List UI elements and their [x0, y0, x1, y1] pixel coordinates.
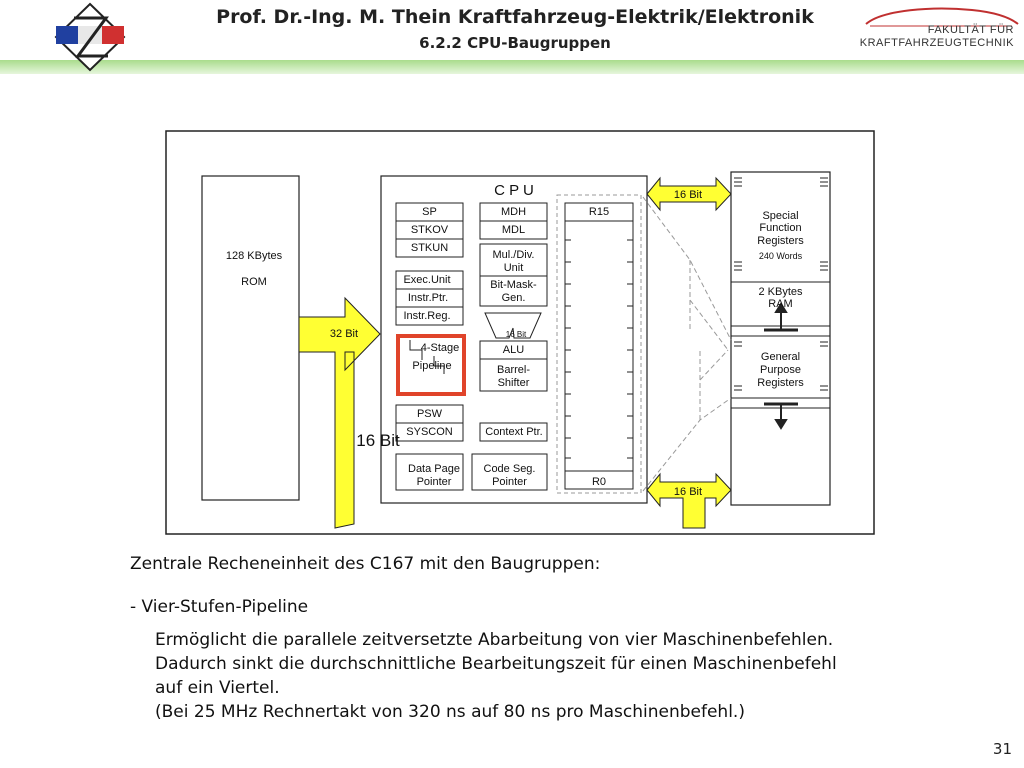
- faculty-logo-line2: KRAFTFAHRZEUGTECHNIK: [859, 37, 1014, 49]
- bitmask-generator: [479, 275, 548, 307]
- rom-block: [201, 175, 300, 501]
- syscon-register: [395, 422, 464, 442]
- body-paragraph-line2: Dadurch sinkt die durchschnittliche Bear…: [155, 654, 837, 674]
- gpr-label-line3: Registers: [757, 377, 804, 389]
- dpp-label-line1: Data Page: [408, 463, 460, 475]
- page-number: 31: [992, 740, 1012, 758]
- header-band: [0, 60, 1024, 74]
- page-subtitle: 6.2.2 CPU-Baugruppen: [419, 34, 611, 52]
- instr-reg-register: [395, 306, 464, 326]
- register-file: [564, 202, 634, 490]
- bus-32bit-arrow: [298, 296, 381, 529]
- pipeline-highlight: [396, 334, 466, 396]
- barrel-label-line1: Barrel-: [496, 364, 530, 376]
- sfr-words-label: 240 Words: [758, 251, 803, 261]
- csp-register: [471, 453, 548, 491]
- bus-16bit-big-label: 16 Bit: [356, 431, 400, 450]
- bus-16bit-bottom-arrow: [646, 472, 732, 529]
- sfr-label-line2: Function: [759, 222, 802, 234]
- gpr-label-line2: Purpose: [760, 364, 801, 376]
- muldiv-label-line1: Mul./Div.: [492, 249, 535, 261]
- ram-label-line1: 2 KBytes: [758, 286, 803, 298]
- faculty-logo-line1: FAKULTÄT FÜR: [927, 24, 1014, 36]
- body-bullet: - Vier-Stufen-Pipeline: [130, 597, 309, 617]
- alu-label: ALU: [502, 344, 525, 356]
- body-heading: Zentrale Recheneinheit des C167 mit den …: [130, 554, 601, 574]
- r0-label: R0: [591, 476, 607, 488]
- cpu-title: C P U: [494, 182, 534, 199]
- rom-label: ROM: [241, 276, 267, 288]
- context-ptr-register: [479, 422, 548, 442]
- body-paragraph-line1: Ermöglicht die parallele zeitversetzte A…: [155, 630, 834, 650]
- memory-column: [730, 171, 831, 506]
- register-mapping-lines: [642, 196, 732, 492]
- mdl-label: MDL: [501, 224, 526, 236]
- muldiv-label-line2: Unit: [503, 262, 524, 274]
- r15-label: R15: [588, 206, 610, 218]
- csp-label-line1: Code Seg.: [483, 463, 536, 475]
- stkun-label: STKUN: [410, 242, 449, 254]
- memory-ticks: [734, 177, 828, 391]
- header: [0, 0, 1024, 62]
- psw-label: PSW: [416, 408, 443, 420]
- exec-unit-label: Exec.Unit: [403, 274, 451, 286]
- register-file-ticks: [565, 239, 633, 459]
- bus-16bit-top-arrow: [646, 176, 732, 212]
- instr-reg-label: Instr.Reg.: [403, 310, 451, 322]
- sp-label: SP: [422, 206, 437, 218]
- stkun-register: [395, 238, 464, 258]
- ram-label-line2: RAM: [768, 298, 793, 310]
- stkov-label: STKOV: [410, 224, 449, 236]
- rom-size-label: 128 KBytes: [225, 250, 283, 262]
- university-logo-icon: [54, 2, 126, 72]
- body-paragraph-line4: (Bei 25 MHz Rechnertakt von 320 ns auf 8…: [155, 702, 745, 722]
- bus-32bit-label: 32 Bit: [329, 328, 359, 340]
- bitmask-label-line1: Bit-Mask-: [490, 279, 537, 291]
- barrel-label-line2: Shifter: [497, 377, 530, 389]
- faculty-logo: FAKULTÄT FÜR KRAFTFAHRZEUGTECHNIK: [859, 4, 1022, 56]
- bus-16bit-top-label: 16 Bit: [673, 189, 703, 201]
- pipeline-steps-icon: [409, 340, 445, 374]
- mdh-label: MDH: [500, 206, 527, 218]
- page-title: Prof. Dr.-Ing. M. Thein Kraftfahrzeug-El…: [216, 6, 814, 28]
- instr-ptr-label: Instr.Ptr.: [407, 292, 449, 304]
- barrel-shifter: [479, 358, 548, 392]
- body-paragraph-line3: auf ein Viertel.: [155, 678, 280, 698]
- pipeline-label-line1: 4-Stage: [420, 342, 460, 354]
- sfr-label-line1: Special: [762, 210, 799, 222]
- register-file-dashed: [556, 194, 642, 494]
- alu-icon: [484, 312, 542, 339]
- context-ptr-label: Context Ptr.: [485, 426, 543, 438]
- dpp-label-line2: Pointer: [416, 476, 452, 488]
- muldiv-unit: [479, 243, 548, 277]
- mdl-register: [479, 220, 548, 240]
- dpp-register: [395, 453, 464, 491]
- bitmask-label-line2: Gen.: [501, 292, 526, 304]
- csp-label-line2: Pointer: [492, 476, 527, 488]
- bus-16bit-bottom-label: 16 Bit: [673, 486, 703, 498]
- car-silhouette-icon: [865, 7, 1019, 27]
- sfr-label-line3: Registers: [757, 235, 804, 247]
- syscon-label: SYSCON: [406, 426, 453, 438]
- diagram-frame: [165, 130, 875, 535]
- gpr-label-line1: General: [760, 351, 801, 363]
- pipeline-label-line2: Pipeline: [412, 360, 452, 372]
- alu-bits-label: 16 Bit: [505, 330, 527, 339]
- gpr-pointer-arrows: [764, 302, 798, 430]
